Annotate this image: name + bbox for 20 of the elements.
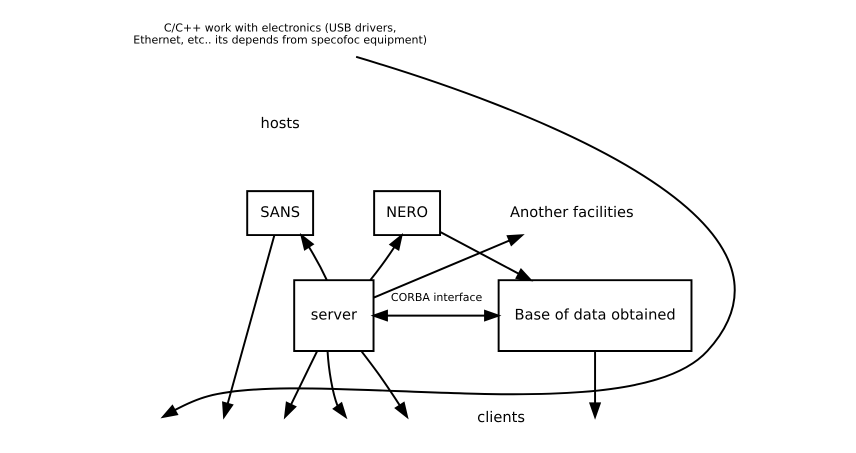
node-text: Another facilities	[510, 204, 634, 221]
arrow	[360, 350, 409, 420]
node-box: Base of data obtained	[498, 279, 692, 352]
arrow	[373, 234, 525, 298]
node-text: C/C++ work with electronics (USB drivers, Ethernet, etc.. its depends from specofoc equipment)	[133, 21, 428, 47]
arrow	[222, 234, 276, 420]
arrow	[369, 233, 404, 281]
edge-label: CORBA interface	[390, 291, 482, 304]
label: clients	[477, 408, 525, 426]
arrow	[440, 231, 534, 282]
arrow	[160, 56, 735, 418]
arrow	[300, 233, 328, 281]
arrow	[326, 351, 348, 420]
node-box: server	[293, 279, 375, 352]
node-box: SANS	[246, 190, 314, 236]
node-box: NERO	[373, 190, 442, 236]
arrow	[588, 351, 602, 420]
label: hosts	[260, 114, 300, 132]
arrow	[370, 310, 502, 322]
arrow	[284, 350, 318, 420]
